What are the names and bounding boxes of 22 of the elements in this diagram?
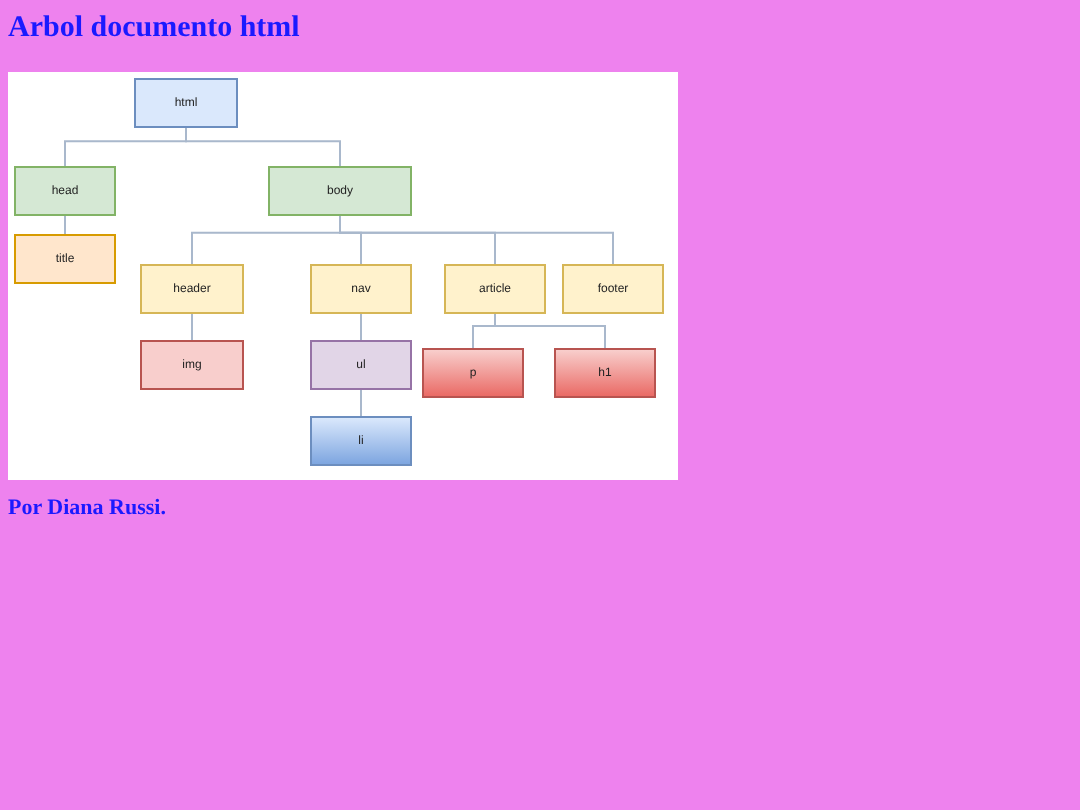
tag-box (310, 264, 412, 314)
tag-box (14, 234, 116, 284)
connector-line (360, 389, 362, 417)
tag-box (422, 348, 524, 398)
connector-line (191, 313, 193, 341)
connector-line (339, 215, 614, 265)
tag-box (14, 166, 116, 216)
connector-line (360, 313, 362, 341)
connector-line (64, 215, 66, 235)
tag-box (310, 340, 412, 390)
tag-box (134, 78, 238, 128)
tag-box (444, 264, 546, 314)
connector-line (185, 127, 341, 167)
tag-box (140, 264, 244, 314)
tag-box (562, 264, 664, 314)
caption: Por Diana Russi. (8, 496, 166, 520)
tag-box (310, 416, 412, 466)
tag-box (268, 166, 412, 216)
tag-box (140, 340, 244, 390)
title: Arbol documento html (8, 12, 300, 46)
connector-line (494, 313, 606, 349)
tag-box (554, 348, 656, 398)
